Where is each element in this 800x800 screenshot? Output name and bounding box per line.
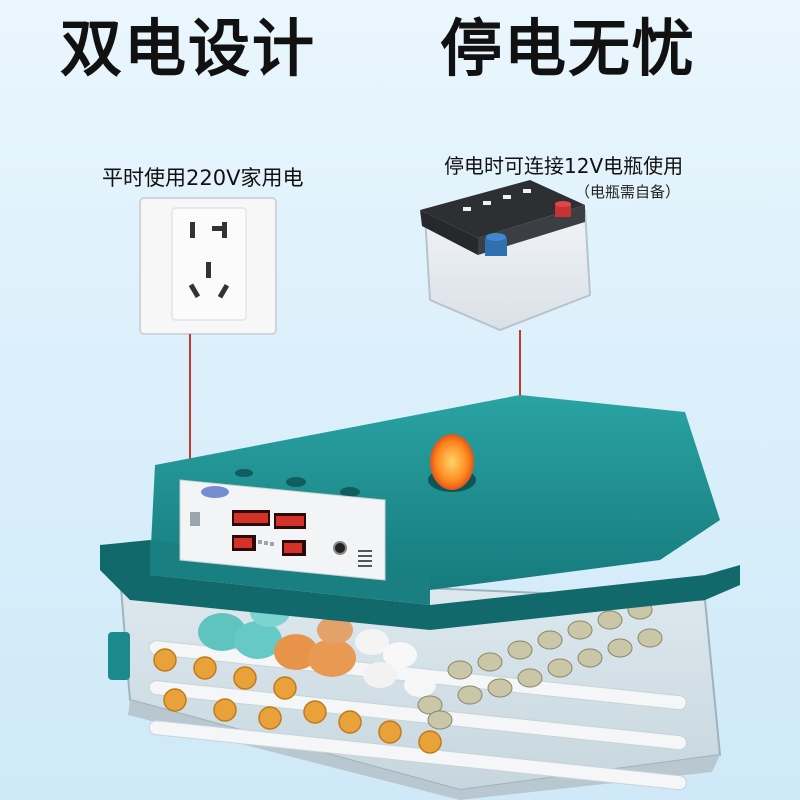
incubator-tray xyxy=(108,573,722,800)
wall-socket-icon xyxy=(139,197,277,335)
battery-caption: 停电时可连接12V电瓶使用 xyxy=(444,154,684,178)
car-battery-icon xyxy=(420,180,592,332)
headline-left: 双电设计 xyxy=(60,12,317,85)
headline-right: 停电无忧 xyxy=(440,12,697,85)
control-panel xyxy=(179,479,386,581)
battery-note: （电瓶需自备） xyxy=(575,183,681,201)
mains-caption: 平时使用220V家用电 xyxy=(102,166,304,190)
dc-power-port[interactable] xyxy=(333,541,347,555)
humidity-display xyxy=(232,535,306,556)
panel-buttons[interactable] xyxy=(190,512,274,546)
egg-icon xyxy=(198,597,663,730)
gear-icon xyxy=(153,648,442,754)
egg-candling-light-icon xyxy=(428,434,476,492)
temperature-display xyxy=(232,510,306,529)
